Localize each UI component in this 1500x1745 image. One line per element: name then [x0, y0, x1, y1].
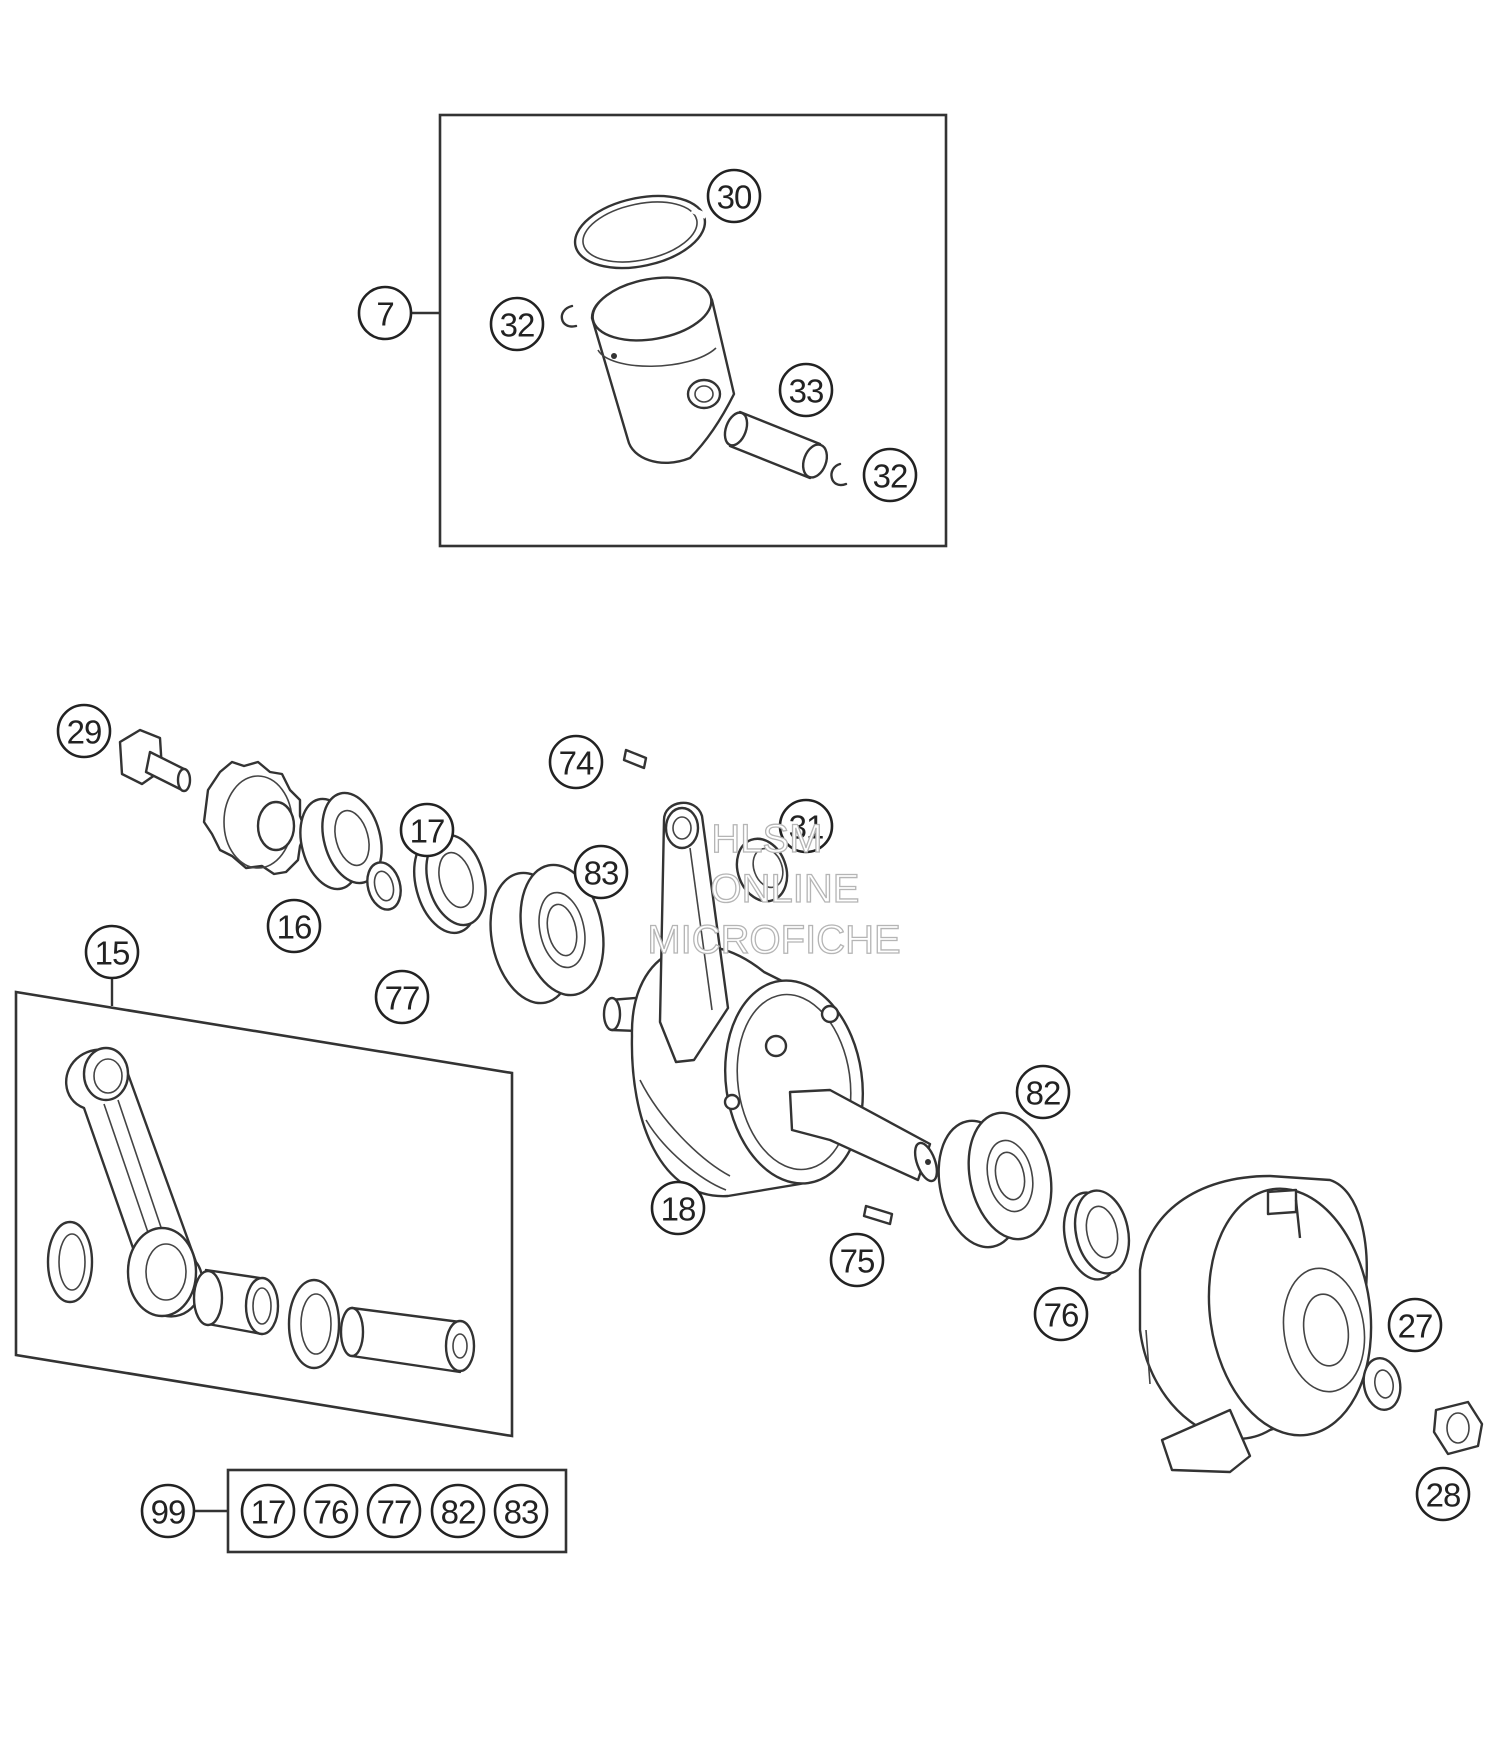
callout-82: 82 — [1015, 1064, 1071, 1120]
bearing-83-drawing — [489, 863, 605, 1005]
kit-item-82: 82 — [430, 1483, 486, 1539]
bearing-82-drawing — [937, 1111, 1053, 1249]
svg-text:32: 32 — [500, 307, 535, 344]
callout-31: 31 — [778, 798, 834, 854]
watermark-line-1: HLSM — [711, 817, 822, 861]
callout-76: 76 — [1033, 1286, 1089, 1342]
svg-text:15: 15 — [95, 935, 130, 972]
circlip-left-drawing — [560, 304, 578, 328]
nut-28-drawing — [1432, 1400, 1484, 1456]
svg-text:82: 82 — [441, 1494, 476, 1531]
svg-text:33: 33 — [789, 373, 824, 410]
svg-text:30: 30 — [717, 179, 752, 216]
callout-15: 15 — [84, 924, 140, 980]
seal-77-drawing — [413, 833, 487, 935]
key-74-drawing — [622, 748, 648, 770]
callout-7: 7 — [357, 285, 413, 341]
svg-text:32: 32 — [873, 458, 908, 495]
callout-74: 74 — [548, 734, 604, 790]
svg-text:28: 28 — [1426, 1477, 1461, 1514]
callout-27: 27 — [1387, 1297, 1443, 1353]
svg-text:83: 83 — [504, 1494, 539, 1531]
svg-text:7: 7 — [376, 296, 393, 333]
svg-text:77: 77 — [377, 1494, 412, 1531]
callout-16: 16 — [266, 898, 322, 954]
kit-item-83: 83 — [493, 1483, 549, 1539]
kit-item-17: 17 — [240, 1483, 296, 1539]
svg-text:77: 77 — [385, 980, 420, 1017]
gear-drawing — [202, 760, 308, 876]
nut-29-drawing — [118, 728, 192, 793]
callout-33: 33 — [778, 362, 834, 418]
svg-text:82: 82 — [1026, 1075, 1061, 1112]
callout-29: 29 — [56, 703, 112, 759]
piston-drawing — [590, 276, 736, 465]
washer-27-drawing — [1362, 1357, 1402, 1411]
callout-28: 28 — [1415, 1466, 1471, 1522]
watermark-line-3: MICROFICHE — [647, 918, 900, 962]
svg-text:18: 18 — [661, 1191, 696, 1228]
kit-item-77: 77 — [366, 1483, 422, 1539]
callout-17: 17 — [399, 802, 455, 858]
svg-text:76: 76 — [1044, 1297, 1079, 1334]
svg-text:17: 17 — [410, 813, 445, 850]
piston-pin-drawing — [723, 410, 829, 480]
piston-kit-frame — [438, 113, 948, 548]
callout-83: 83 — [573, 844, 629, 900]
callout-99: 99 — [140, 1483, 196, 1539]
needle-bearing-31-drawing — [735, 837, 789, 903]
piston-ring-drawing — [573, 194, 708, 270]
svg-text:74: 74 — [559, 745, 594, 782]
svg-text:16: 16 — [277, 909, 312, 946]
callout-18: 18 — [650, 1180, 706, 1236]
callout-30: 30 — [706, 168, 762, 224]
callout-77: 77 — [374, 969, 430, 1025]
rotor-drawing — [1138, 1174, 1373, 1474]
seal-76-drawing — [1062, 1189, 1131, 1281]
callout-32-left: 32 — [489, 296, 545, 352]
kit-item-76: 76 — [303, 1483, 359, 1539]
svg-text:99: 99 — [151, 1494, 186, 1531]
bearing-16-drawing — [299, 791, 383, 891]
svg-text:83: 83 — [584, 855, 619, 892]
callout-75: 75 — [829, 1232, 885, 1288]
circlip-right-drawing — [830, 462, 848, 487]
svg-text:29: 29 — [67, 714, 102, 751]
svg-text:17: 17 — [251, 1494, 286, 1531]
pin-75-drawing — [862, 1204, 894, 1226]
watermark-line-2: ONLINE — [711, 867, 860, 911]
svg-text:76: 76 — [314, 1494, 349, 1531]
svg-text:75: 75 — [840, 1243, 875, 1280]
svg-text:31: 31 — [789, 809, 824, 846]
crankshaft-drawing — [602, 801, 939, 1198]
svg-text:27: 27 — [1398, 1308, 1433, 1345]
callout-32-right: 32 — [862, 447, 918, 503]
conrod-kit-frame — [14, 990, 514, 1438]
conrod-kit-drawing — [46, 1046, 476, 1374]
